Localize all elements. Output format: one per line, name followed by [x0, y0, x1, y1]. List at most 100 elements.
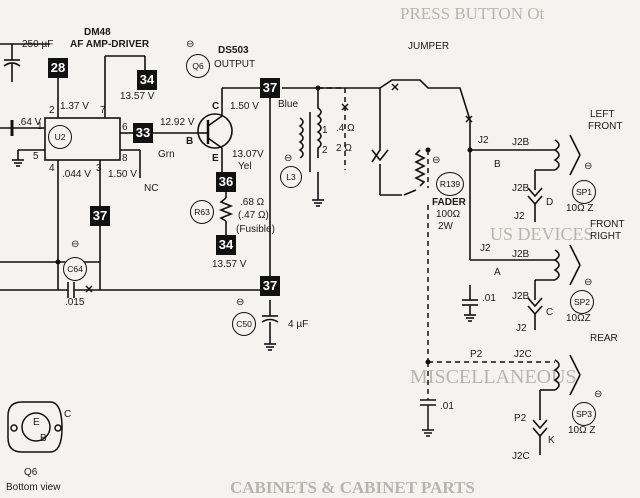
ohm-04-label: .4 Ω: [336, 123, 355, 134]
c50-polarity-mark: ⊖: [236, 297, 245, 308]
sp3-label: SP3: [572, 402, 596, 426]
j2b-label-3: J2B: [512, 249, 530, 260]
connector-28: 28: [48, 58, 68, 78]
sp3-impedance: 10Ω Z: [568, 425, 596, 436]
pin-3-label: 3: [96, 163, 102, 174]
emitter-e-label: E: [212, 153, 219, 164]
u2-chip-label: U2: [48, 125, 72, 149]
cap-250uf-label: 250 µF: [22, 39, 54, 50]
resistor-047-label: (.47 Ω): [238, 210, 269, 221]
q6-label: Q6: [186, 54, 210, 78]
pin-6-label: 6: [122, 122, 128, 133]
fader-watt-label: 2W: [438, 221, 453, 232]
cap-01-label-1: .01: [482, 293, 496, 304]
q6-view-e: E: [33, 417, 40, 428]
yel-wire-label: Yel: [238, 161, 252, 172]
p2-label-2: P2: [514, 413, 527, 424]
j2-label-4: J2: [516, 323, 527, 334]
sp1-impedance: 10Ω Z: [566, 203, 594, 214]
voltage-1307: 13.07V: [232, 149, 264, 160]
front-right-label-1: FRONT: [590, 219, 625, 230]
j2b-label-4: J2B: [512, 291, 530, 302]
nc-label: NC: [144, 183, 159, 194]
ghost-heading-top: PRESS BUTTON Ot: [400, 4, 545, 23]
ohm-2-label: 2 Ω: [336, 143, 352, 154]
connector-37-left: 37: [90, 206, 110, 226]
connector-34-top: 34: [137, 70, 157, 90]
dm48-subtitle: AF AMP-DRIVER: [70, 39, 150, 50]
voltage-1357-bottom: 13.57 V: [212, 259, 247, 270]
voltage-1292: 12.92 V: [160, 117, 195, 128]
pin-b-label: B: [494, 159, 501, 170]
pin-7-label: 7: [100, 105, 106, 116]
dm48-title: DM48: [84, 27, 111, 38]
j2c-label-1: J2C: [514, 349, 532, 360]
left-front-label-2: FRONT: [588, 121, 623, 132]
r139-polarity-mark: ⊖: [432, 155, 441, 166]
fader-label: FADER: [432, 197, 466, 208]
collector-c-label: C: [212, 101, 220, 112]
pin-a-label: A: [494, 267, 501, 278]
c64-polarity-mark: ⊖: [71, 239, 80, 250]
front-right-label-2: RIGHT: [590, 231, 622, 242]
jumper-label: JUMPER: [408, 41, 450, 52]
ds503-label: DS503: [218, 45, 249, 56]
sp2-polarity-mark: ⊖: [584, 277, 593, 288]
q6-view-title: Q6: [24, 467, 38, 478]
voltage-137: 1.37 V: [60, 101, 89, 112]
cap-4uf-label: 4 µF: [288, 319, 309, 330]
j2b-label-1: J2B: [512, 137, 530, 148]
pin-2-label: 2: [49, 105, 55, 116]
sp2-label: SP2: [570, 290, 594, 314]
pin-5-label: 5: [33, 151, 39, 162]
voltage-044: .044 V: [62, 169, 91, 180]
connector-37-bottom: 37: [260, 276, 280, 296]
voltage-150: 1.50 V: [230, 101, 259, 112]
j2b-label-2: J2B: [512, 183, 530, 194]
j2-label-3: J2: [480, 243, 491, 254]
r63-label: R63: [190, 200, 214, 224]
pin-d-label: D: [546, 197, 554, 208]
q6-view-b: B: [40, 433, 47, 444]
cap-015-label: .015: [65, 297, 85, 308]
pin-1-label: 1: [37, 121, 43, 132]
pin-4-label: 4: [49, 163, 55, 174]
ghost-heading-cabinets: CABINETS & CABINET PARTS: [230, 478, 475, 497]
pin-8-label: 8: [122, 153, 128, 164]
c50-label: C50: [232, 312, 256, 336]
cap-01-label-2: .01: [440, 401, 454, 412]
ghost-heading-misc: MISCELLANEOUS: [410, 366, 577, 388]
j2-label-2: J2: [514, 211, 525, 222]
p2-label-1: P2: [470, 349, 483, 360]
connector-33: 33: [133, 123, 153, 143]
voltage-1357-top: 13.57 V: [120, 91, 155, 102]
sp1-polarity-mark: ⊖: [584, 161, 593, 172]
j2c-label-2: J2C: [512, 451, 530, 462]
q6-view-c: C: [64, 409, 72, 420]
resistor-068-label: .68 Ω: [240, 197, 265, 208]
blue-wire-label: Blue: [278, 99, 299, 110]
l3-label: L3: [280, 166, 302, 188]
sp3-polarity-mark: ⊖: [594, 389, 603, 400]
fusible-label: (Fusible): [236, 224, 275, 235]
sp2-impedance: 10ΩZ: [566, 313, 591, 324]
grn-wire-label: Grn: [158, 149, 175, 160]
ghost-heading-devices: US DEVICES: [490, 224, 594, 244]
r139-label: R139: [436, 172, 464, 196]
voltage-150-nc: 1.50 V: [108, 169, 137, 180]
l3-tap-1: 1: [322, 125, 328, 136]
l3-polarity-mark: ⊖: [284, 153, 293, 164]
connector-37-top: 37: [260, 78, 280, 98]
rear-label: REAR: [590, 333, 618, 344]
sp1-label: SP1: [572, 180, 596, 204]
voltage-064: .64 V: [18, 117, 42, 128]
fader-value-label: 100Ω: [436, 209, 461, 220]
output-label: OUTPUT: [214, 59, 256, 70]
connector-34-bottom: 34: [216, 235, 236, 255]
base-b-label: B: [186, 136, 194, 147]
q6-view-caption: Bottom view: [6, 482, 61, 493]
c64-label: C64: [63, 257, 87, 281]
j2-label-1: J2: [478, 135, 489, 146]
pin-k-label: K: [548, 435, 555, 446]
